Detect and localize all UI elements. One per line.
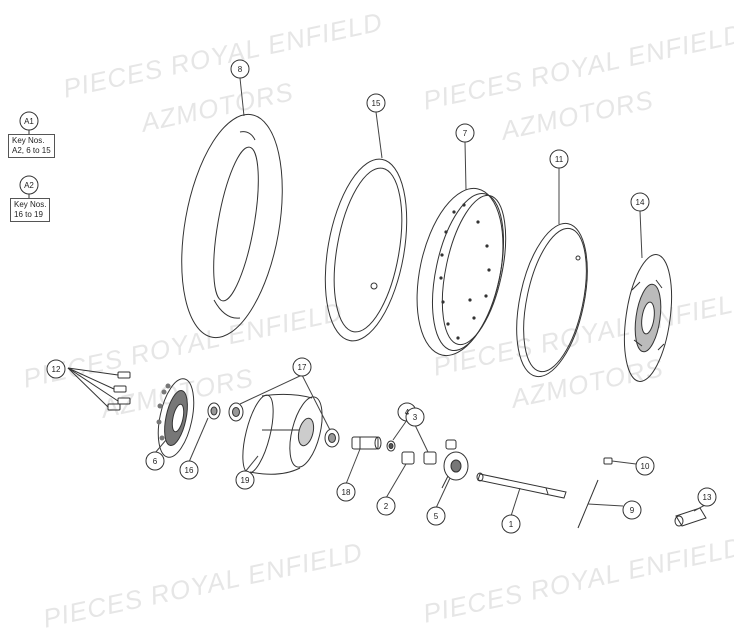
callout-18: 18 [342, 488, 351, 497]
callout-8: 8 [238, 65, 243, 74]
callout-11: 11 [555, 155, 564, 164]
part-8-tyre [181, 113, 283, 339]
callout-markers [19, 59, 717, 534]
part-12-bolts [67, 367, 131, 411]
key-a2-line1: Key Nos. [14, 200, 47, 209]
leader-lines [154, 77, 706, 517]
part-5-speedo-drive [441, 451, 469, 489]
callout-19: 19 [241, 476, 250, 485]
callout-4: 4 [405, 408, 410, 417]
callout-3: 3 [413, 413, 418, 422]
callout-10: 10 [641, 462, 650, 471]
key-a1-box: Key Nos. A2, 6 to 15 [8, 134, 55, 158]
callout-12: 12 [52, 365, 61, 374]
part-14-brake-disc [623, 254, 673, 382]
callout-15: 15 [372, 99, 381, 108]
part-19-hub [242, 393, 323, 475]
part-2-bush [401, 451, 415, 465]
part-13-nut [674, 507, 707, 527]
key-a2-box: Key Nos. 16 to 19 [10, 198, 51, 222]
part-15-inner-tube [324, 158, 408, 342]
part-1-axle [476, 472, 567, 499]
callout-17: 17 [298, 363, 307, 372]
key-a2-badge: A2 [24, 181, 34, 190]
part-4-washer [386, 440, 396, 452]
part-11-rim-band [516, 222, 588, 378]
callout-7: 7 [463, 129, 468, 138]
key-a2-line2: 16 to 19 [14, 210, 43, 219]
callout-14: 14 [636, 198, 645, 207]
part-17-bearing [228, 402, 340, 448]
callout-1: 1 [509, 520, 514, 529]
callout-6: 6 [153, 457, 158, 466]
part-10-bolt [603, 457, 613, 465]
callout-13: 13 [703, 493, 712, 502]
part-7-rim [416, 187, 507, 357]
part-6-flange [156, 378, 195, 458]
key-a1-badge: A1 [24, 117, 34, 126]
key-a1-line2: A2, 6 to 15 [12, 146, 51, 155]
callout-9: 9 [630, 506, 635, 515]
callout-16: 16 [185, 466, 194, 475]
callout-2: 2 [384, 502, 389, 511]
part-18-spacer [351, 436, 382, 450]
part-3-bush [423, 439, 457, 465]
part-16-bearing [207, 402, 221, 420]
key-a1-line1: Key Nos. [12, 136, 45, 145]
callout-5: 5 [434, 512, 439, 521]
exploded-parts-diagram: 8 15 7 11 14 12 6 16 17 19 18 4 2 3 5 1 … [19, 59, 717, 534]
